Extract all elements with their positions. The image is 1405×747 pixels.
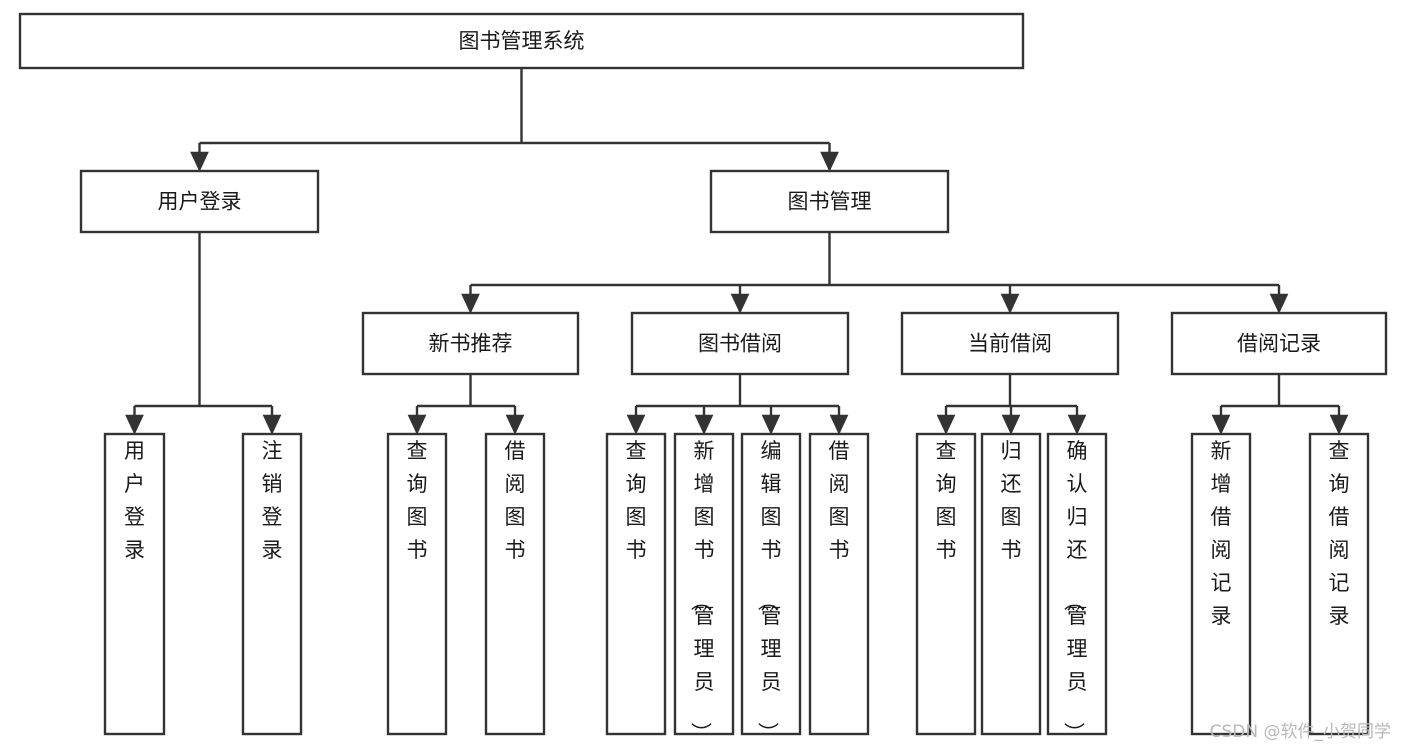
node-box-leaf-edit-book: [740, 432, 802, 736]
node-box-book-borrow: [630, 311, 850, 376]
node-leaf-borrow-book-2[interactable]: 借阅图书: [808, 432, 870, 736]
node-label-leaf-borrow-book-1: 借阅图书: [505, 439, 526, 562]
node-label-borrow-record: 借阅记录: [1237, 332, 1321, 356]
node-box-user-login: [79, 169, 320, 234]
node-label-book-borrow: 图书借阅: [698, 332, 782, 356]
node-leaf-add-book[interactable]: 新增图书（管理员）: [673, 432, 735, 743]
node-label-new-book-rec: 新书推荐: [429, 332, 513, 356]
node-label-leaf-borrow-book-2: 借阅图书: [829, 439, 850, 562]
nodes-layer: 图书管理系统用户登录图书管理新书推荐图书借阅当前借阅借阅记录用户登录注销登录查询…: [18, 12, 1388, 743]
node-root[interactable]: 图书管理系统: [18, 12, 1025, 70]
node-label-leaf-query-book-3: 查询图书: [936, 439, 957, 562]
node-label-current-borrow: 当前借阅: [968, 332, 1052, 356]
node-current-borrow[interactable]: 当前借阅: [900, 311, 1120, 376]
node-label-leaf-return-book: 归还图书: [1001, 439, 1022, 562]
node-label-leaf-query-book-2: 查询图书: [626, 439, 647, 562]
node-box-leaf-query-book-1: [386, 432, 448, 736]
node-box-leaf-user-logout: [241, 432, 303, 736]
node-box-leaf-add-record: [1190, 432, 1252, 736]
node-box-current-borrow: [900, 311, 1120, 376]
node-box-book-manage: [709, 169, 950, 234]
node-label-leaf-query-record: 查询借阅记录: [1329, 439, 1350, 628]
node-leaf-query-record[interactable]: 查询借阅记录: [1308, 432, 1370, 736]
node-borrow-record[interactable]: 借阅记录: [1170, 311, 1388, 376]
node-box-leaf-query-record: [1308, 432, 1370, 736]
node-label-leaf-user-login: 用户登录: [124, 439, 145, 562]
node-label-leaf-add-record: 新增借阅记录: [1211, 439, 1232, 628]
node-leaf-add-record[interactable]: 新增借阅记录: [1190, 432, 1252, 736]
node-box-leaf-user-login: [103, 432, 166, 736]
node-box-leaf-borrow-book-2: [808, 432, 870, 736]
node-leaf-return-book[interactable]: 归还图书: [980, 432, 1042, 736]
node-book-manage[interactable]: 图书管理: [709, 169, 950, 234]
node-box-leaf-query-book-2: [605, 432, 667, 736]
node-new-book-rec[interactable]: 新书推荐: [361, 311, 580, 376]
node-leaf-query-book-1[interactable]: 查询图书: [386, 432, 448, 736]
node-box-leaf-query-book-3: [915, 432, 977, 736]
node-leaf-confirm-return[interactable]: 确认归还（管理员）: [1046, 432, 1108, 743]
edges-layer: [125, 68, 1349, 435]
node-leaf-user-login[interactable]: 用户登录: [103, 432, 166, 736]
node-leaf-query-book-2[interactable]: 查询图书: [605, 432, 667, 736]
node-leaf-borrow-book-1[interactable]: 借阅图书: [484, 432, 546, 736]
node-box-new-book-rec: [361, 311, 580, 376]
node-label-root: 图书管理系统: [459, 29, 585, 53]
node-label-user-login: 用户登录: [158, 190, 242, 214]
node-box-borrow-record: [1170, 311, 1388, 376]
node-box-root: [18, 12, 1025, 70]
node-leaf-edit-book[interactable]: 编辑图书（管理员）: [740, 432, 802, 743]
node-book-borrow[interactable]: 图书借阅: [630, 311, 850, 376]
node-box-leaf-return-book: [980, 432, 1042, 736]
node-box-leaf-confirm-return: [1046, 432, 1108, 736]
node-label-leaf-edit-book: 编辑图书（管理员）: [756, 439, 782, 743]
node-leaf-user-logout[interactable]: 注销登录: [241, 432, 303, 736]
node-box-leaf-borrow-book-1: [484, 432, 546, 736]
node-label-leaf-add-book: 新增图书（管理员）: [689, 439, 715, 743]
node-label-book-manage: 图书管理: [788, 190, 872, 214]
node-label-leaf-confirm-return: 确认归还（管理员）: [1062, 439, 1088, 743]
node-leaf-query-book-3[interactable]: 查询图书: [915, 432, 977, 736]
node-label-leaf-query-book-1: 查询图书: [407, 439, 428, 562]
node-user-login[interactable]: 用户登录: [79, 169, 320, 234]
node-box-leaf-add-book: [673, 432, 735, 736]
node-label-leaf-user-logout: 注销登录: [262, 439, 283, 562]
